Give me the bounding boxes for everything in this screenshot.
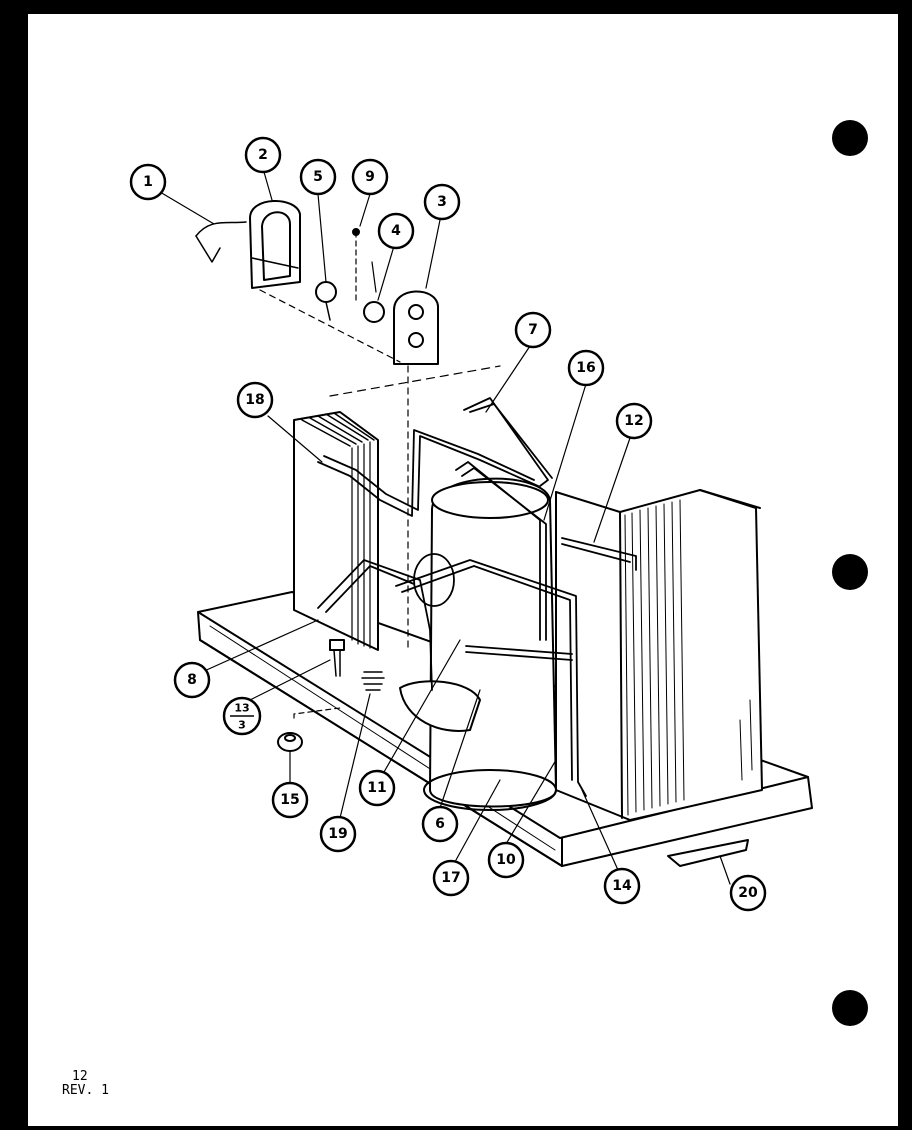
page-footer: 12 REV. 1 bbox=[62, 1070, 109, 1098]
callout-18: 18 bbox=[236, 381, 274, 419]
svg-text:19: 19 bbox=[328, 826, 347, 842]
punch-hole-top bbox=[832, 120, 868, 156]
svg-text:9: 9 bbox=[365, 169, 375, 185]
right-coil bbox=[555, 489, 763, 821]
leader-lines bbox=[159, 171, 731, 885]
svg-text:1: 1 bbox=[143, 174, 153, 190]
callout-17: 17 bbox=[432, 859, 470, 897]
callout-6: 6 bbox=[421, 805, 459, 843]
svg-text:10: 10 bbox=[496, 852, 516, 868]
callout-2: 2 bbox=[244, 136, 282, 174]
callout-11: 11 bbox=[358, 769, 396, 807]
callout-12: 12 bbox=[615, 402, 653, 440]
svg-text:8: 8 bbox=[187, 672, 197, 688]
callout-7: 7 bbox=[514, 311, 552, 349]
svg-text:6: 6 bbox=[435, 816, 445, 832]
left-coil bbox=[293, 411, 379, 651]
svg-text:13: 13 bbox=[234, 702, 249, 715]
callout-19: 19 bbox=[319, 815, 357, 853]
punch-holes bbox=[832, 120, 868, 1026]
svg-text:7: 7 bbox=[528, 322, 538, 338]
svg-text:3: 3 bbox=[238, 719, 246, 732]
callout-15: 15 bbox=[271, 781, 309, 819]
punch-hole-middle bbox=[832, 554, 868, 590]
tubing bbox=[317, 397, 637, 797]
callout-8: 8 bbox=[173, 661, 211, 699]
callout-fraction: 13 3 bbox=[222, 696, 262, 736]
svg-text:11: 11 bbox=[367, 780, 386, 796]
page-number: 12 bbox=[72, 1069, 88, 1084]
punch-hole-bottom bbox=[832, 990, 868, 1026]
callout-3: 3 bbox=[423, 183, 461, 221]
svg-text:15: 15 bbox=[280, 792, 299, 808]
callout-5: 5 bbox=[299, 158, 337, 196]
compressor bbox=[399, 477, 557, 811]
svg-text:5: 5 bbox=[313, 169, 323, 185]
callout-1: 1 bbox=[129, 163, 167, 201]
revision-label: REV. 1 bbox=[62, 1083, 109, 1098]
callouts: 1 2 3 4 5 6 7 8 9 10 11 12 14 15 16 17 1… bbox=[129, 136, 767, 912]
callout-9: 9 bbox=[351, 158, 389, 196]
callout-20: 20 bbox=[729, 874, 767, 912]
svg-text:3: 3 bbox=[437, 194, 447, 210]
svg-text:17: 17 bbox=[441, 870, 460, 886]
mount-hardware bbox=[277, 639, 749, 867]
callout-14: 14 bbox=[603, 867, 641, 905]
svg-text:12: 12 bbox=[624, 413, 643, 429]
callout-10: 10 bbox=[487, 841, 525, 879]
svg-text:14: 14 bbox=[612, 878, 632, 894]
svg-text:2: 2 bbox=[258, 147, 268, 163]
callout-16: 16 bbox=[567, 349, 605, 387]
svg-text:20: 20 bbox=[738, 885, 758, 901]
terminal-parts bbox=[195, 200, 501, 651]
svg-text:16: 16 bbox=[576, 360, 595, 376]
callout-4: 4 bbox=[377, 212, 415, 250]
svg-text:18: 18 bbox=[245, 392, 264, 408]
svg-text:4: 4 bbox=[391, 223, 401, 239]
